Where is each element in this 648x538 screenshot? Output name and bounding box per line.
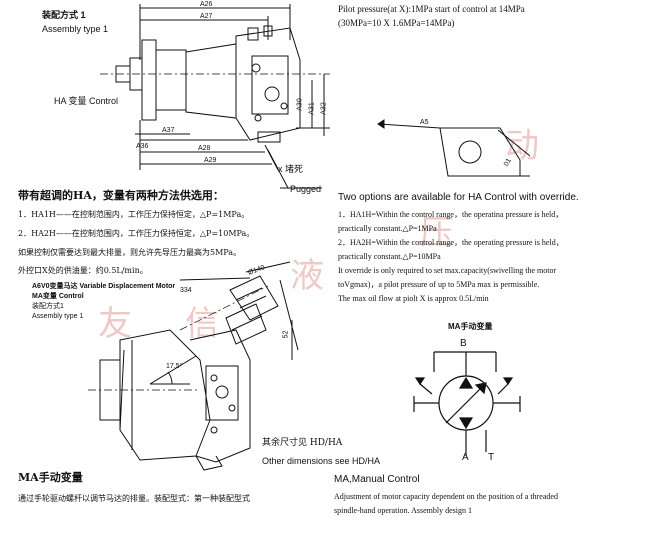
ha-cn-line4: 外控口X处的供油量：约0.5L/min。 [18, 266, 148, 275]
ma-heading-en: MA,Manual Control [334, 474, 420, 485]
dim-a36: A36 [136, 143, 149, 150]
ha-en-line1: 1．HA1H=Within the control range，the oper… [338, 210, 564, 219]
ha-heading-cn: 带有超调的HA，变量有两种方法供选用： [18, 189, 224, 202]
pilot-pressure-line1: Pilot pressure(at X):1MPa start of contr… [338, 4, 525, 14]
ha-en-line3: 2．HA2H=Within the control range，the oper… [338, 238, 564, 247]
port-t: T [488, 452, 495, 463]
callout-pugged: Pugged [290, 184, 322, 194]
ha-cn-line3: 如果控制仅需要达到最大排量，则允许先导压力最高为5MPa。 [18, 248, 242, 257]
ma-text-en-line2: spindle-hand operation. Assembly design … [334, 506, 472, 515]
dim-a29: A29 [204, 157, 217, 164]
dim-a37: A37 [162, 127, 175, 134]
assembly-title-en: Assembly type 1 [42, 24, 109, 34]
watermark-char: 友 [98, 304, 132, 344]
ma-motor-line2: MA变量 Control [32, 293, 84, 300]
ha-en-line6: toVgmax)，a pilot pressure of up to 5MPa … [338, 280, 540, 289]
other-dims-cn: 其余尺寸见 HD/HA [262, 438, 343, 448]
ha-cn-line1: 1．HA1H——在控制范围内，工作压力保持恒定，△P=1MPa。 [18, 210, 250, 219]
dim-334: 334 [180, 287, 192, 294]
watermark-char: 液 [290, 256, 324, 296]
dim-a26: A26 [200, 1, 213, 8]
pilot-pressure-line2: (30MPa=10 X 1.6MPa=14MPa) [338, 18, 455, 28]
ha-en-line2: practically constant.△P=1MPa [338, 224, 437, 233]
watermark-char: 压 [420, 213, 454, 253]
ha-heading-en: Two options are available for HA Control… [338, 192, 579, 203]
assembly-title-cn: 装配方式 1 [42, 10, 86, 20]
ha-cn-line2: 2．HA2H——在控制范围内，工作压力保持恒定，△P=10MPa。 [18, 229, 255, 238]
ha-en-line4: practically constant.△P=10MPa [338, 252, 441, 261]
schematic-title: MA手动变量 [448, 322, 493, 331]
ma-text-en-line1: Adjustment of motor capacity dependent o… [334, 492, 558, 501]
callout-x-plugged: x 堵死 [278, 164, 304, 174]
control-port-detail [377, 119, 531, 177]
ha-motor-drawing [100, 4, 330, 189]
dim-a5: A5 [420, 119, 429, 126]
dim-17-5-deg: 17.5° [166, 363, 183, 370]
ma-text-cn: 通过手轮驱动螺杆以调节马达的排量。装配型式：第一种装配型式 [18, 494, 250, 503]
ha-en-line5: It override is only required to set max.… [338, 266, 557, 275]
ma-motor-line3: 装配方式1 [32, 303, 64, 310]
dim-a27: A27 [200, 13, 213, 20]
ma-heading-cn: MA手动变量 [18, 471, 83, 484]
ha-en-line7: The max oil flow at piolt X is approx 0.… [338, 294, 489, 303]
ma-motor-line1: A6V0变量马达 Variable Displacement Motor [32, 283, 176, 290]
port-a: A [462, 452, 469, 463]
ha-control-label: HA 变量 Control [54, 96, 119, 106]
ma-motor-line4: Assembly type 1 [32, 313, 84, 320]
dim-a28: A28 [198, 145, 211, 152]
other-dims-en: Other dimensions see HD/HA [262, 456, 381, 466]
port-b: B [460, 338, 467, 349]
